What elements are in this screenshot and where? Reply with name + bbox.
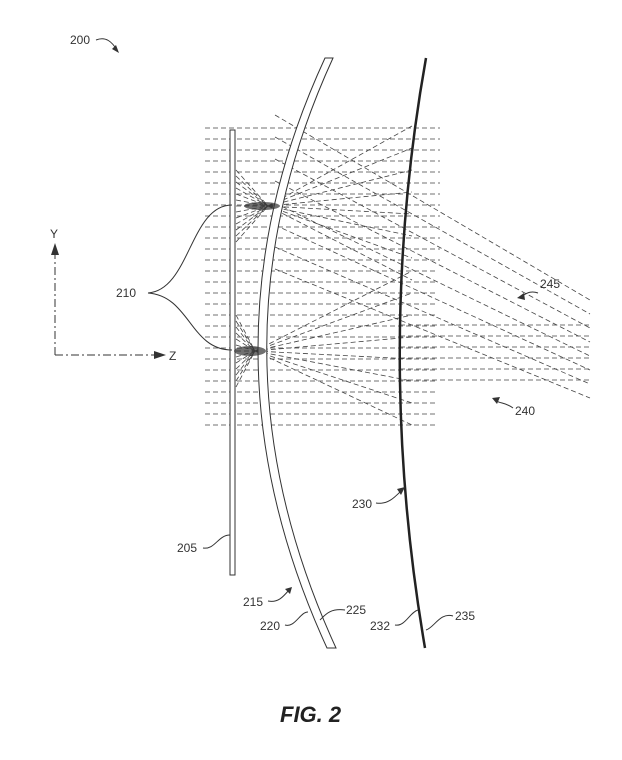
ray xyxy=(267,205,413,281)
ray xyxy=(267,147,413,207)
ray xyxy=(254,270,413,352)
label-220: 220 xyxy=(260,619,280,633)
ray xyxy=(267,169,413,207)
ray xyxy=(267,205,413,259)
ray xyxy=(235,350,256,388)
ray xyxy=(274,202,591,357)
ray xyxy=(267,205,413,215)
emitter-bottom xyxy=(234,346,266,356)
label-225: 225 xyxy=(346,603,366,617)
label-235: 235 xyxy=(455,609,475,623)
ray xyxy=(235,205,269,237)
ray xyxy=(235,175,269,207)
ray xyxy=(274,246,591,385)
label-232: 232 xyxy=(370,619,390,633)
ray xyxy=(274,136,591,315)
ray xyxy=(274,180,591,343)
ray xyxy=(274,268,591,399)
ray xyxy=(274,114,591,301)
display-plate xyxy=(229,129,236,576)
ray xyxy=(235,350,256,382)
label-245: 245 xyxy=(540,277,560,291)
ray xyxy=(254,350,413,360)
ray xyxy=(235,205,269,225)
ray xyxy=(267,125,413,207)
arrow-up-icon xyxy=(51,243,59,255)
ray xyxy=(235,181,269,207)
ray xyxy=(254,292,413,352)
axis-indicator xyxy=(51,243,166,359)
ray xyxy=(267,191,413,207)
ray xyxy=(254,350,413,426)
label-215: 215 xyxy=(243,595,263,609)
label-200: 200 xyxy=(70,33,90,47)
ray xyxy=(254,350,413,404)
figure-title: FIG. 2 xyxy=(280,702,342,727)
ray xyxy=(254,350,413,382)
ray xyxy=(235,320,256,352)
axis-y-label: Y xyxy=(50,227,58,241)
arrowheads xyxy=(112,45,525,594)
combiner-surface xyxy=(398,57,428,649)
ray xyxy=(274,224,591,371)
emitter-top xyxy=(244,202,280,210)
label-240: 240 xyxy=(515,404,535,418)
ray xyxy=(235,332,256,352)
label-205: 205 xyxy=(177,541,197,555)
label-230: 230 xyxy=(352,497,372,511)
label-210: 210 xyxy=(116,286,136,300)
ray xyxy=(235,205,269,243)
axis-z-label: Z xyxy=(169,349,176,363)
ray xyxy=(254,336,413,352)
leader-lines xyxy=(95,38,539,631)
arrow-right-icon xyxy=(154,351,166,359)
ray xyxy=(254,314,413,352)
ray xyxy=(235,205,269,231)
ray xyxy=(274,158,591,329)
ray xyxy=(235,169,269,207)
ray xyxy=(235,350,256,370)
ray xyxy=(235,314,256,352)
ray xyxy=(235,187,269,207)
